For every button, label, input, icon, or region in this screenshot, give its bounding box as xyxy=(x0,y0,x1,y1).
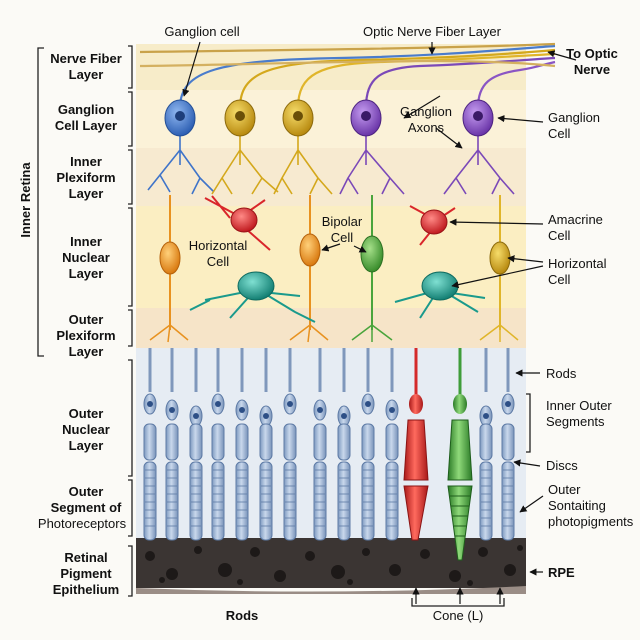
label-horizontal-cell-inner-1: Horizontal xyxy=(189,238,248,253)
label-outer-3: photopigments xyxy=(548,514,634,529)
label-ganglion-cell-top: Ganglion cell xyxy=(164,24,239,39)
layer-5-line2: Plexiform xyxy=(56,328,115,343)
layer-4-line3: Layer xyxy=(69,266,104,281)
rod-12 xyxy=(479,348,493,541)
right-labels: To Optic Nerve Ganglion Cell Amacrine Ce… xyxy=(546,46,634,580)
rod-4 xyxy=(211,348,225,541)
label-optic-nerve-fiber-layer: Optic Nerve Fiber Layer xyxy=(363,24,502,39)
layer-3-line1: Inner xyxy=(70,154,102,169)
rod-10 xyxy=(361,348,375,541)
label-rods-bottom: Rods xyxy=(226,608,259,623)
label-horizontal-cell-right-1: Horizontal xyxy=(548,256,607,271)
layer-2-line1: Ganglion xyxy=(58,102,114,117)
bipolar-cell-gold xyxy=(489,241,511,275)
label-rods-right: Rods xyxy=(546,366,577,381)
layer-brackets xyxy=(37,45,133,597)
layer-1-line1: Nerve Fiber xyxy=(50,51,122,66)
label-amacrine-cell-2: Cell xyxy=(548,228,571,243)
layer-3-line2: Plexiform xyxy=(56,170,115,185)
cone-red xyxy=(403,348,429,541)
layer-5-line1: Outer xyxy=(69,312,104,327)
layer-6-line2: Nuclear xyxy=(62,422,110,437)
outer-plexiform-branches xyxy=(149,324,519,343)
layer-6-line3: Layer xyxy=(69,438,104,453)
label-rpe: RPE xyxy=(548,565,575,580)
rod-11 xyxy=(385,348,399,541)
label-amacrine-cell-1: Amacrine xyxy=(548,212,603,227)
label-ganglion-cell-right-1: Ganglion xyxy=(548,110,600,125)
amacrine-cell-1 xyxy=(230,207,258,233)
label-outer-1: Outer xyxy=(548,482,581,497)
cones xyxy=(403,348,473,561)
segments-bracket xyxy=(526,393,531,453)
layer-7-line3: Photoreceptors xyxy=(38,516,127,531)
bipolar-cell-orange-1 xyxy=(159,241,181,275)
rod-9 xyxy=(337,348,351,541)
band-rpe xyxy=(136,538,526,588)
label-to-optic-nerve-1: To Optic xyxy=(566,46,618,61)
layer-1-line2: Layer xyxy=(69,67,104,82)
label-discs: Discs xyxy=(546,458,578,473)
amacrine-cells xyxy=(204,195,456,251)
layer-2-line2: Cell Layer xyxy=(55,118,117,133)
layer-6-line1: Outer xyxy=(69,406,104,421)
inner-retina-bracket xyxy=(37,47,44,357)
optic-nerve-fibers xyxy=(139,42,556,109)
layer-7-line2: Segment of xyxy=(51,500,122,515)
layer-8-line1: Retinal xyxy=(64,550,107,565)
label-outer-2: Sontaiting xyxy=(548,498,606,513)
layer-5-line3: Layer xyxy=(69,344,104,359)
horizontal-cells xyxy=(189,271,486,323)
rod-13 xyxy=(501,348,515,541)
bruch-membrane xyxy=(136,586,526,594)
rod-5 xyxy=(235,348,249,541)
rods xyxy=(143,348,515,541)
rod-3 xyxy=(189,348,203,541)
label-cone-bottom: Cone (L) xyxy=(433,608,484,623)
band-ganglion xyxy=(136,90,526,148)
ganglion-cells xyxy=(164,99,494,137)
band-inner-plexiform xyxy=(136,148,526,206)
layer-8-line2: Pigment xyxy=(60,566,112,581)
bipolar-cell-orange-2 xyxy=(299,233,321,267)
rod-8 xyxy=(313,348,327,541)
label-inner-outer-segments-2: Segments xyxy=(546,414,605,429)
cone-green xyxy=(447,348,473,561)
layer-3-line3: Layer xyxy=(69,186,104,201)
amacrine-cell-2 xyxy=(420,209,448,235)
rpe-granules xyxy=(145,545,523,586)
band-inner-nuclear xyxy=(136,206,526,308)
layer-7-line1: Outer xyxy=(69,484,104,499)
rod-2 xyxy=(165,348,179,541)
ganglion-dendrites xyxy=(147,135,515,195)
label-ganglion-cell-right-2: Cell xyxy=(548,126,571,141)
label-to-optic-nerve-2: Nerve xyxy=(574,62,610,77)
horizontal-cell-1 xyxy=(237,271,275,301)
layer-labels: Nerve Fiber Layer Ganglion Cell Layer In… xyxy=(38,51,127,597)
cone-bracket xyxy=(411,598,505,607)
layer-4-line2: Nuclear xyxy=(62,250,110,265)
inner-retina-label: Inner Retina xyxy=(18,162,33,238)
rod-7 xyxy=(283,348,297,541)
rod-6 xyxy=(259,348,273,541)
label-horizontal-cell-inner-2: Cell xyxy=(207,254,230,269)
band-outer-plexiform xyxy=(136,308,526,348)
label-ganglion-axons-1: Ganglion xyxy=(400,104,452,119)
rod-1 xyxy=(143,348,157,541)
label-bipolar-cell-1: Bipolar xyxy=(322,214,363,229)
label-ganglion-axons-2: Axons xyxy=(408,120,445,135)
label-horizontal-cell-right-2: Cell xyxy=(548,272,571,287)
layer-8-line3: Epithelium xyxy=(53,582,119,597)
bipolar-cell-green xyxy=(360,235,384,273)
layer-4-line1: Inner xyxy=(70,234,102,249)
label-inner-outer-segments-1: Inner Outer xyxy=(546,398,612,413)
leader-arrows xyxy=(182,41,577,604)
label-bipolar-cell-2: Cell xyxy=(331,230,354,245)
